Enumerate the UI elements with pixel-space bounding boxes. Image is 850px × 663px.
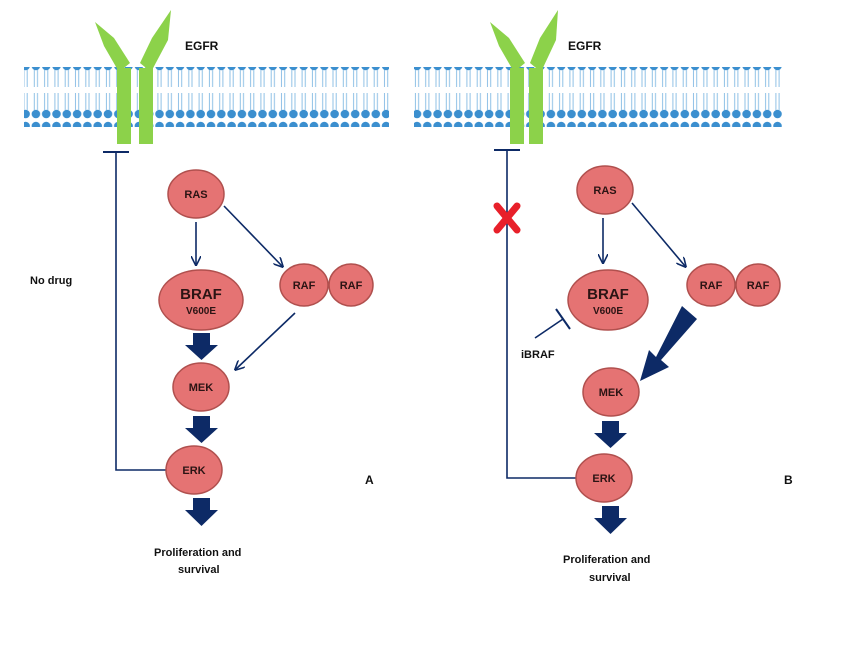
outcome-label-line2: survival [178, 564, 220, 576]
raf-node-2: RAF [328, 263, 374, 307]
thick-arrow-mek-to-erk [594, 421, 627, 448]
svg-text:ERK: ERK [592, 473, 615, 485]
mek-node: MEK [582, 367, 640, 417]
ibraf-label: iBRAF [521, 349, 555, 361]
arrow-ras-to-raf [223, 205, 282, 266]
braf-v600e-node: BRAF V600E [158, 269, 244, 331]
arrow-ras-to-raf [631, 202, 685, 266]
thick-arrow-raf-to-mek [640, 306, 697, 381]
feedback-inhibition-line [494, 149, 578, 479]
svg-text:RAF: RAF [700, 280, 723, 292]
mek-node: MEK [172, 362, 230, 412]
svg-text:BRAF: BRAF [180, 286, 222, 303]
ibraf-inhibition [534, 308, 571, 339]
raf-node-1: RAF [686, 263, 736, 307]
outcome-label-line1: Proliferation and [563, 554, 650, 566]
no-drug-label: No drug [30, 275, 72, 287]
erk-node: ERK [165, 445, 223, 495]
svg-text:BRAF: BRAF [587, 286, 629, 303]
outcome-label-line2: survival [589, 572, 631, 584]
ras-node: RAS [167, 169, 225, 219]
svg-text:RAS: RAS [593, 185, 616, 197]
raf-node-1: RAF [279, 263, 329, 307]
outcome-label-line1: Proliferation and [154, 547, 241, 559]
egfr-label: EGFR [568, 39, 602, 53]
svg-text:RAF: RAF [340, 280, 363, 292]
svg-text:MEK: MEK [189, 382, 214, 394]
thick-arrow-erk-to-output [185, 498, 218, 526]
erk-node: ERK [575, 453, 633, 503]
thick-arrow-erk-to-output [594, 506, 627, 534]
arrow-raf-to-mek [236, 312, 296, 369]
raf-node-2: RAF [735, 263, 781, 307]
panel-b: EGFR iBRAF RAS BRAF V6 [414, 10, 793, 584]
panel-a: EGFR No drug RAS BRAF V600E RAF [24, 10, 389, 576]
svg-text:RAS: RAS [184, 189, 207, 201]
svg-text:V600E: V600E [186, 306, 216, 317]
egfr-receptor [95, 10, 171, 144]
svg-text:RAF: RAF [747, 280, 770, 292]
panel-letter-a: A [365, 473, 374, 487]
ras-node: RAS [576, 165, 634, 215]
cell-membrane [24, 67, 389, 127]
thick-arrow-mek-to-erk [185, 416, 218, 443]
feedback-inhibition-line [103, 151, 166, 471]
svg-text:V600E: V600E [593, 306, 623, 317]
svg-text:MEK: MEK [599, 387, 624, 399]
svg-text:RAF: RAF [293, 280, 316, 292]
egfr-receptor [490, 10, 558, 144]
egfr-label: EGFR [185, 39, 219, 53]
braf-v600e-node: BRAF V600E [567, 269, 649, 331]
svg-text:ERK: ERK [182, 465, 205, 477]
thick-arrow-braf-to-mek [185, 333, 218, 360]
blocked-feedback-cross-icon [493, 202, 521, 234]
cell-membrane [414, 67, 782, 127]
panel-letter-b: B [784, 473, 793, 487]
